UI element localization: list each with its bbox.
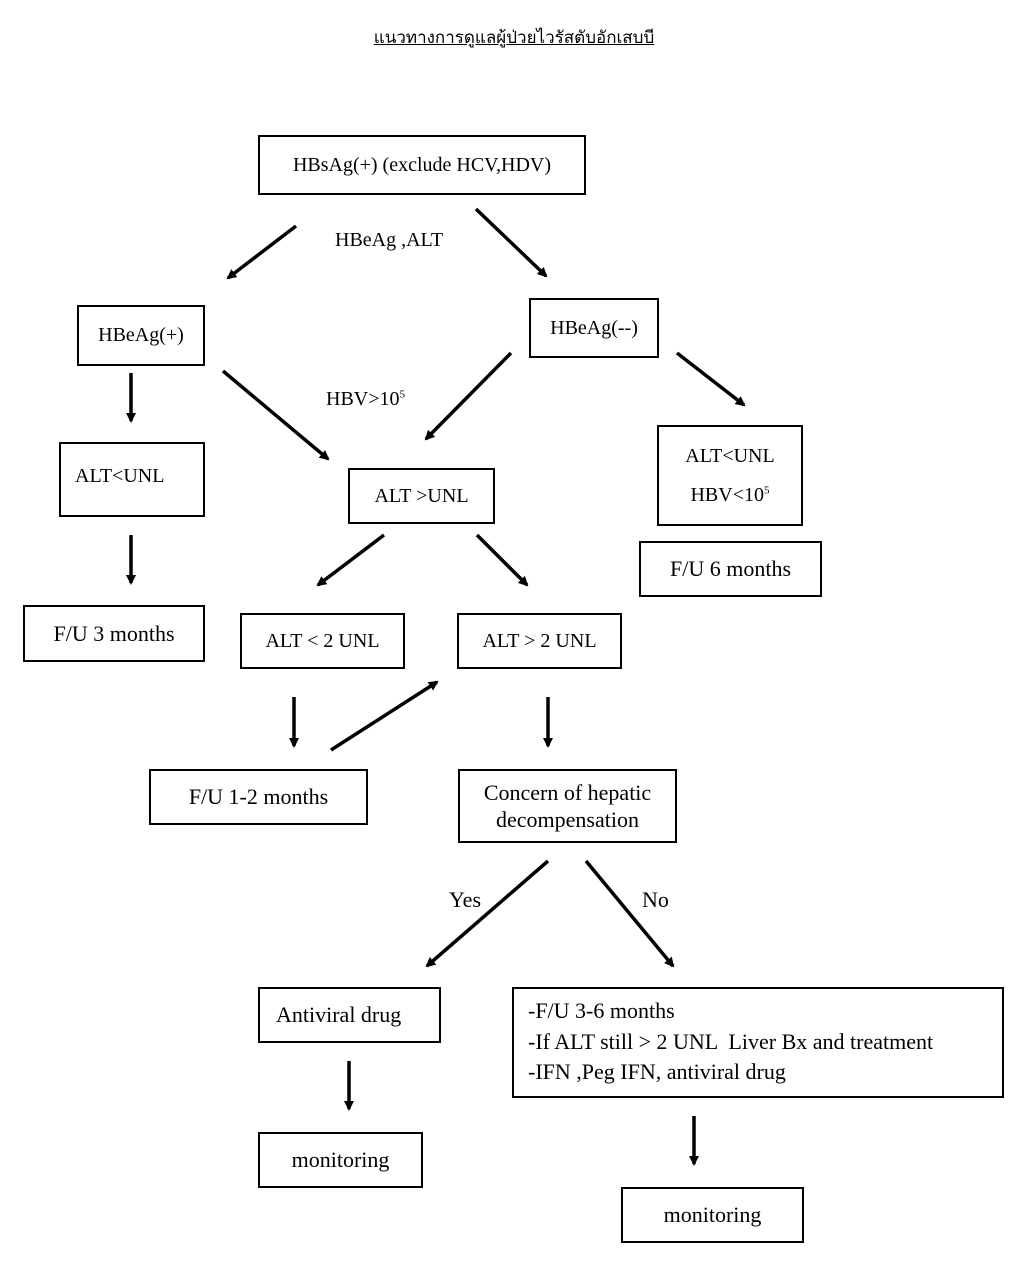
arrow-hbeag-pos-to-alt-gt-unl (221, 369, 330, 461)
node-alt-lt-unl-left: ALT<UNL (59, 442, 205, 517)
node-no-branch-plan: -F/U 3-6 months -If ALT still > 2 UNL Li… (512, 987, 1004, 1098)
page-title: แนวทางการดูแลผู้ป่วยไวรัสตับอักเสบบี (373, 28, 655, 48)
node-hbv-lt-label: HBV<105 (690, 483, 769, 508)
node-alt-lt-2unl: ALT < 2 UNL (240, 613, 405, 669)
node-antiviral-drug: Antiviral drug (258, 987, 441, 1043)
arrow-alt-gt-unl-to-alt-lt-2unl (316, 533, 386, 587)
node-antiviral-drug-label: Antiviral drug (276, 1002, 402, 1028)
node-hbsag-label: HBsAg(+) (exclude HCV,HDV) (292, 153, 552, 176)
node-hbsag: HBsAg(+) (exclude HCV,HDV) (258, 135, 586, 195)
edge-label-hbeag-alt: HBeAg ,ALT (335, 229, 444, 251)
node-fu-1-2-months-label: F/U 1-2 months (188, 784, 329, 810)
no-branch-line-1: -F/U 3-6 months (528, 998, 675, 1023)
node-alt-gt-2unl: ALT > 2 UNL (457, 613, 622, 669)
node-hbeag-positive: HBeAg(+) (77, 305, 205, 366)
hbv-gt-exponent: 5 (399, 388, 406, 401)
node-fu-1-2-months: F/U 1-2 months (149, 769, 368, 825)
node-fu-6-months: F/U 6 months (639, 541, 822, 597)
node-concern-lines: Concern of hepatic decompensation (484, 779, 651, 834)
node-fu-3-months: F/U 3 months (23, 605, 205, 662)
no-branch-line-3: -IFN ,Peg IFN, antiviral drug (528, 1059, 786, 1085)
node-hbeag-positive-label: HBeAg(+) (98, 324, 184, 346)
edge-label-yes: Yes (449, 887, 482, 912)
node-monitoring-left-label: monitoring (291, 1147, 390, 1173)
node-alt-lt-unl-right-stack: ALT<UNL HBV<105 (685, 444, 774, 508)
node-alt-lt-unl-right: ALT<UNL HBV<105 (657, 425, 803, 526)
node-alt-gt-unl-label: ALT >UNL (374, 484, 469, 507)
node-alt-lt-unl-left-label: ALT<UNL (75, 465, 165, 487)
edge-label-hbv-gt: HBV>105 (326, 388, 405, 411)
node-hbeag-negative: HBeAg(--) (529, 298, 659, 358)
arrow-fu12-to-alt-gt-2unl (330, 680, 439, 752)
edge-label-no: No (642, 887, 669, 912)
node-fu-3-months-label: F/U 3 months (53, 620, 175, 646)
arrow-hbsag-to-hbeag-pos (226, 224, 298, 280)
arrow-concern-to-antiviral (425, 859, 550, 968)
hbv-lt-base: HBV<10 (690, 483, 764, 506)
node-concern-line-2: decompensation (496, 807, 639, 832)
node-alt-gt-unl: ALT >UNL (348, 468, 495, 524)
node-alt-lt-2unl-label: ALT < 2 UNL (265, 629, 380, 652)
arrow-alt-gt-unl-to-alt-gt-2unl (475, 533, 529, 587)
node-concern-hepatic-decompensation: Concern of hepatic decompensation (458, 769, 677, 843)
node-monitoring-right-label: monitoring (663, 1202, 762, 1228)
node-monitoring-right: monitoring (621, 1187, 804, 1243)
arrow-hbeag-neg-to-alt-gt-unl (424, 351, 513, 441)
hbv-lt-exponent: 5 (764, 483, 770, 496)
node-hbeag-negative-label: HBeAg(--) (550, 316, 638, 339)
node-concern-line-1: Concern of hepatic (483, 779, 652, 805)
no-branch-line-2: -If ALT still > 2 UNL Liver Bx and treat… (528, 1028, 934, 1054)
node-monitoring-left: monitoring (258, 1132, 423, 1188)
arrow-hbsag-to-hbeag-neg (474, 207, 548, 278)
arrow-hbeag-neg-to-alt-lt-unl-right (675, 351, 746, 407)
arrow-concern-to-no-branch (584, 859, 675, 968)
node-alt-gt-2unl-label: ALT > 2 UNL (482, 629, 597, 652)
node-alt-lt-unl-right-label: ALT<UNL (685, 444, 775, 467)
node-fu-6-months-label: F/U 6 months (669, 556, 792, 582)
hbv-gt-base: HBV>10 (326, 388, 400, 410)
